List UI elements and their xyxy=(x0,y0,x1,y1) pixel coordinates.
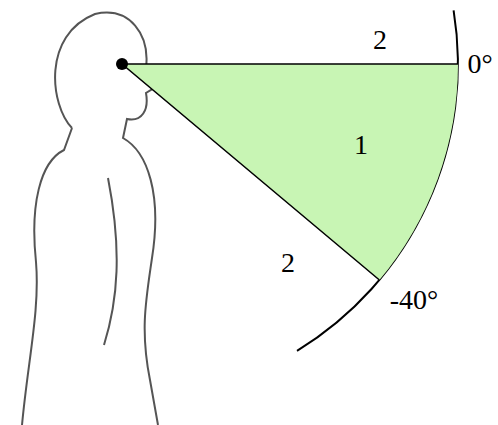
eye-dot xyxy=(116,58,128,70)
area-label: 1 xyxy=(354,131,368,159)
angle-label: -40° xyxy=(390,286,439,314)
sector-fill xyxy=(122,64,458,280)
radius-label: 2 xyxy=(373,26,387,54)
radius-lines xyxy=(122,64,458,280)
radius-label: 2 xyxy=(281,249,295,277)
angle-label: 0° xyxy=(467,50,492,78)
